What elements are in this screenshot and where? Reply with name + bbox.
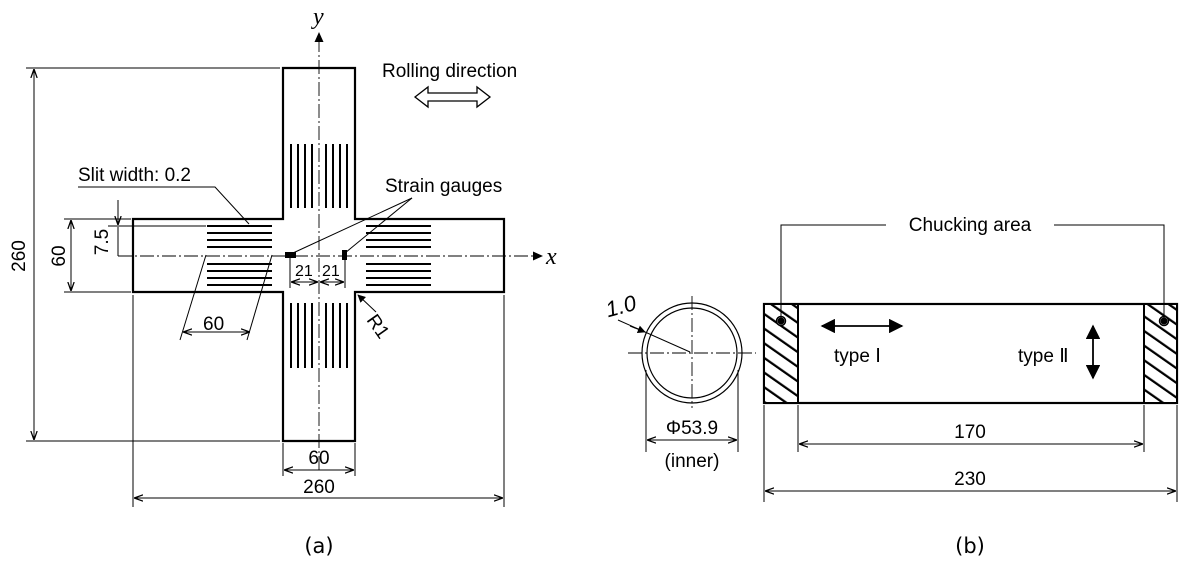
- panel-b: 1.0 Φ53.9 (inner) Chucking area type Ⅰ t…: [603, 215, 1179, 558]
- slits-right-arm: [366, 225, 431, 286]
- thickness-label: 1.0: [603, 290, 640, 322]
- panel-b-caption: (b): [955, 534, 985, 558]
- dim-21-right-label: 21: [322, 263, 340, 280]
- strain-gauges-label: Strain gauges: [385, 176, 502, 197]
- slit-width-leader: [78, 186, 250, 225]
- type-2-label: type Ⅱ: [1018, 346, 1069, 367]
- dim-21-left-label: 21: [295, 263, 313, 280]
- panel-a: y x: [9, 4, 557, 558]
- slits-bottom-arm: [290, 303, 348, 368]
- slits-left-arm: [207, 225, 272, 286]
- x-axis-label: x: [545, 244, 557, 270]
- dim-230-label: 230: [954, 469, 986, 490]
- cruciform-specimen-outline: [131, 66, 506, 443]
- dim-slit-extension-1: [179, 254, 207, 341]
- chucking-bracket-right: [1054, 224, 1165, 321]
- thickness-leader: [617, 319, 691, 353]
- dim-slit-length-label: 60: [203, 314, 224, 335]
- chucking-area-label: Chucking area: [909, 215, 1032, 236]
- diameter-label: Φ53.9: [666, 418, 718, 439]
- y-axis-arrowhead: [314, 32, 324, 42]
- rolling-direction-arrow: [413, 85, 492, 109]
- chucking-bracket-left: [780, 224, 886, 321]
- strain-gauge-leader-2: [344, 197, 413, 254]
- dim-260-bottom-label: 260: [303, 477, 335, 498]
- dim-170-label: 170: [954, 422, 986, 443]
- type-1-label: type Ⅰ: [834, 346, 881, 367]
- x-axis-arrowhead: [533, 251, 543, 261]
- dim-260-vertical-label: 260: [9, 240, 30, 272]
- panel-a-caption: (a): [304, 534, 333, 558]
- strain-gauge-right: [342, 250, 347, 260]
- dim-slit-extension-2: [246, 254, 273, 341]
- slits-top-arm: [290, 144, 348, 208]
- diameter-note: (inner): [665, 451, 720, 472]
- dim-60-bottom-label: 60: [308, 448, 329, 469]
- chucking-area-right: [1143, 303, 1178, 404]
- fillet-leader: [357, 294, 377, 313]
- dim-7-5-label: 7.5: [92, 229, 113, 255]
- tube-side-view: [762, 302, 1179, 405]
- dim-60-vertical-label: 60: [49, 245, 70, 266]
- thickness-arrow: [629, 325, 646, 334]
- fillet-radius-label: R1: [362, 311, 393, 343]
- strain-gauge-left: [285, 252, 296, 258]
- slit-width-label: Slit width: 0.2: [78, 165, 191, 186]
- strain-gauge-leader-1: [292, 197, 413, 254]
- y-axis-label: y: [311, 4, 324, 30]
- rolling-direction-label: Rolling direction: [382, 61, 517, 82]
